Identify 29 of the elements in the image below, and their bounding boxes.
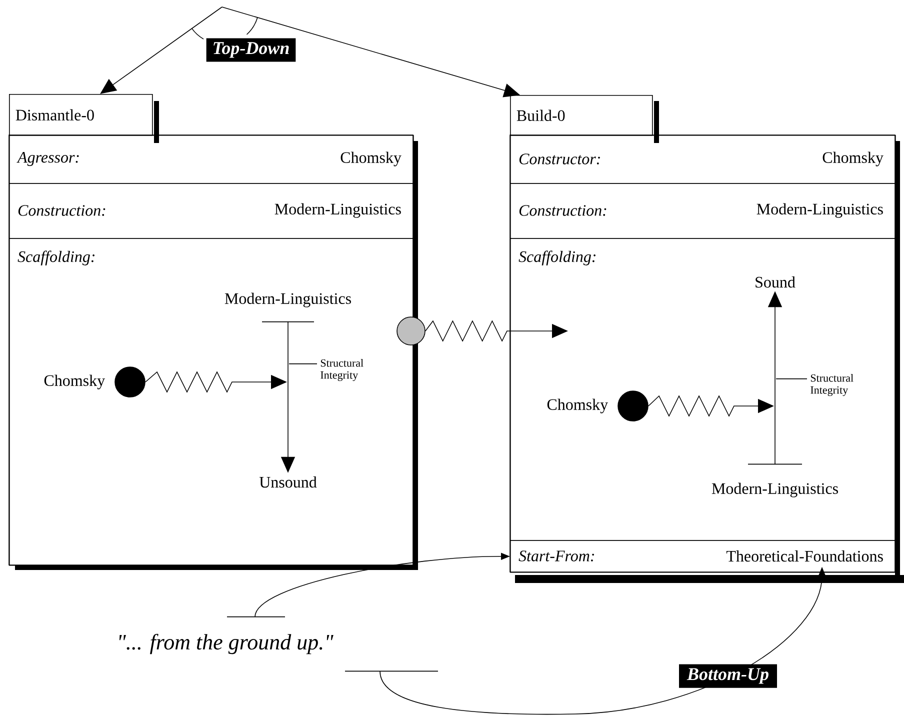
- field-value: Chomsky: [822, 152, 884, 166]
- agent-name: Chomsky: [44, 374, 105, 390]
- agent-name: Chomsky: [547, 398, 608, 414]
- term-label: Unsound: [259, 476, 317, 488]
- annotation-text: Structural Integrity: [320, 359, 364, 381]
- node-label: Build-0: [516, 110, 565, 122]
- field-label: Construction:: [519, 205, 606, 216]
- field-label: Constructor:: [519, 154, 600, 164]
- leader-line: [288, 363, 318, 364]
- field-value: Modern-Linguistics: [756, 203, 883, 218]
- term-label: Modern-Linguistics: [224, 292, 351, 308]
- quote-text: "... from the ground up.": [119, 634, 334, 654]
- field-label: Construction:: [18, 205, 106, 216]
- field-label: Start-From:: [518, 550, 594, 562]
- angle-label: Top-Down: [206, 38, 296, 62]
- arrow: [100, 6, 222, 94]
- agent-dot: [396, 316, 426, 346]
- term-label: Sound: [756, 276, 796, 288]
- field-value: Chomsky: [340, 152, 402, 166]
- field-value: Theoretical-Foundations: [726, 550, 883, 562]
- field-value: Modern-Linguistics: [274, 203, 401, 218]
- term-label: Modern-Linguistics: [712, 482, 838, 498]
- leader-line: [776, 378, 808, 380]
- annotation-text: Structural Integrity: [810, 374, 854, 396]
- field-label: Scaffolding:: [518, 250, 596, 266]
- edge-label: Bottom-Up: [686, 668, 768, 684]
- field-label: Scaffolding:: [18, 250, 94, 266]
- node-label: Dismantle-0: [16, 109, 94, 121]
- field-label: Agressor:: [16, 152, 79, 166]
